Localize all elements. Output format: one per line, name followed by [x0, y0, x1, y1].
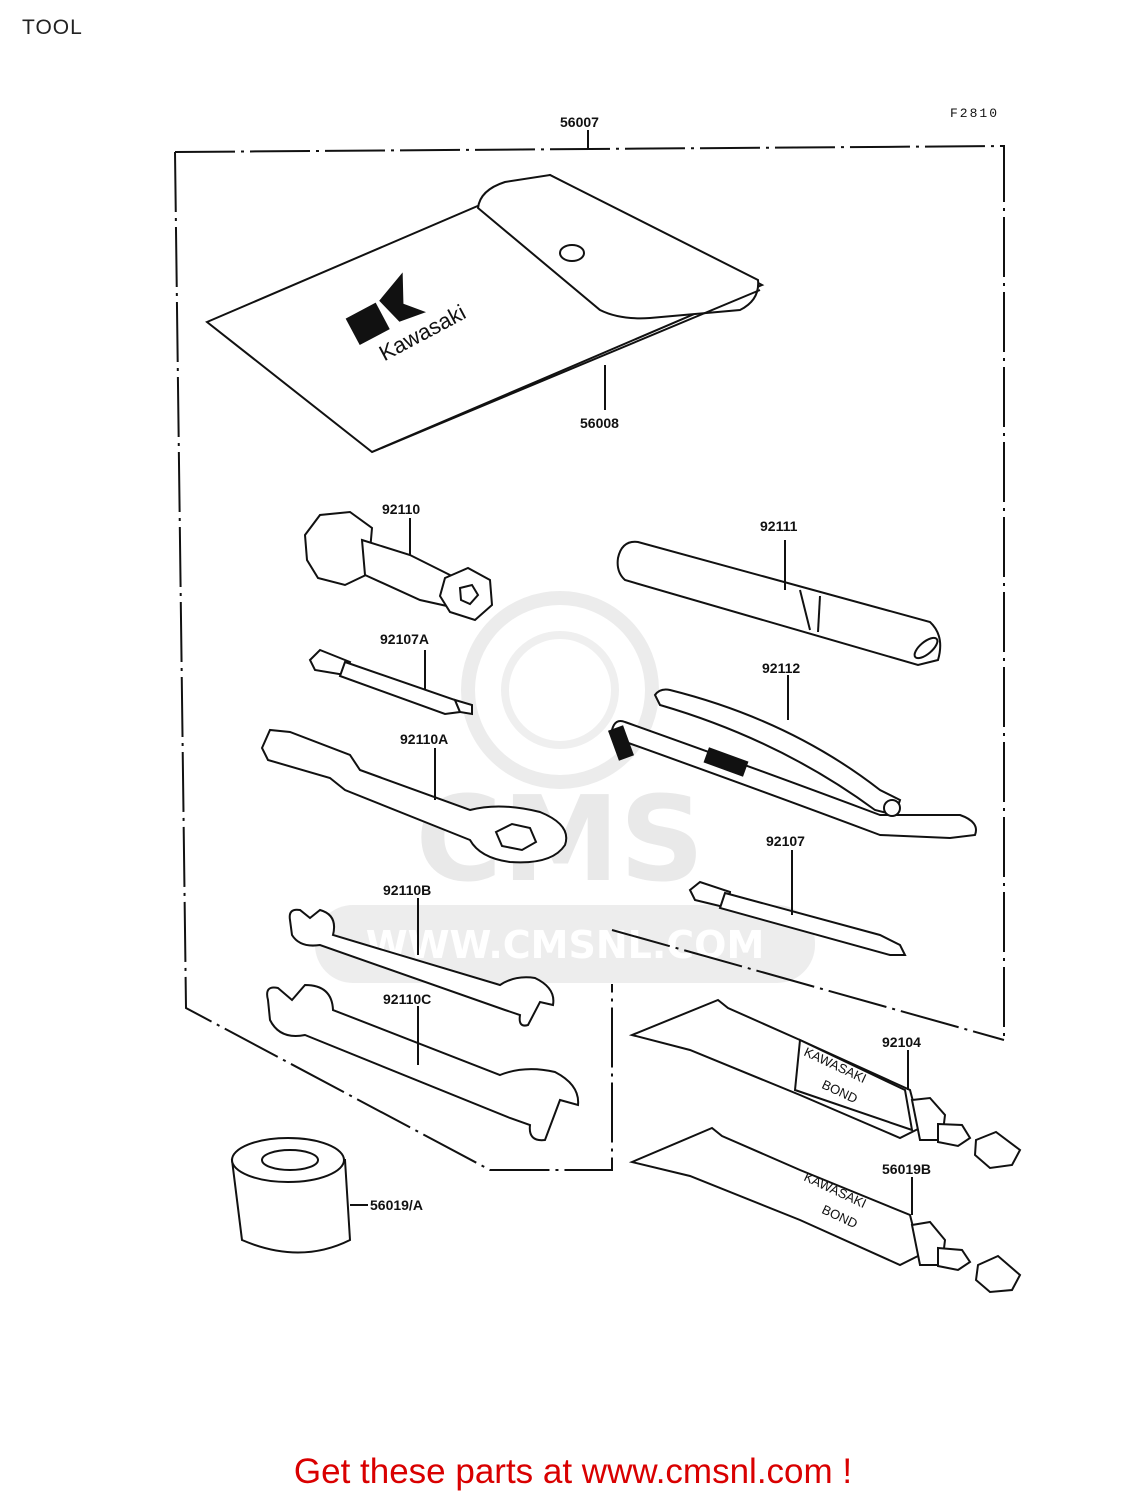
grease-can — [230, 1137, 368, 1254]
watermark-url: WWW.CMSNL.COM — [366, 923, 765, 967]
tool-pouch — [205, 173, 765, 454]
part-label-56019-A: 56019/A — [370, 1197, 423, 1213]
part-label-56007: 56007 — [560, 114, 599, 130]
open-end-wrench-c — [266, 983, 580, 1142]
snap-button-icon — [559, 244, 585, 262]
open-end-wrench-b — [288, 898, 555, 1027]
part-label-92107: 92107 — [766, 833, 805, 849]
bond-tube-b — [628, 1126, 1022, 1294]
watermark-url-pill — [315, 905, 815, 983]
part-label-92107A: 92107A — [380, 631, 429, 647]
part-label-92110B: 92110B — [383, 882, 431, 898]
footer-cta-link[interactable]: Get these parts at www.cmsnl.com ! — [293, 1452, 853, 1491]
extension-handle — [616, 540, 942, 667]
part-label-92110: 92110 — [382, 501, 420, 517]
figure-code: F2810 — [950, 106, 999, 121]
part-label-92111: 92111 — [760, 518, 798, 534]
pivot-bolt-icon — [883, 799, 901, 817]
part-label-56019B: 56019B — [882, 1161, 931, 1177]
part-label-92104: 92104 — [882, 1034, 921, 1050]
part-label-92110A: 92110A — [400, 731, 448, 747]
part-label-56008: 56008 — [580, 415, 619, 431]
slip-joint-pliers — [608, 675, 977, 840]
screwdriver — [688, 850, 907, 956]
watermark-mascot-icon — [461, 591, 659, 789]
part-label-92112: 92112 — [762, 660, 800, 676]
driver-bit — [308, 648, 473, 716]
kit-outline — [174, 130, 1005, 1171]
plug-wrench — [303, 510, 494, 622]
page-title: TOOL — [22, 16, 83, 39]
watermark: CMS WWW.CMSNL.COM — [315, 591, 815, 983]
part-label-92110C: 92110C — [383, 991, 431, 1007]
kawasaki-k-icon — [345, 302, 390, 346]
bond-tube — [628, 998, 1022, 1170]
box-wrench — [260, 728, 568, 864]
